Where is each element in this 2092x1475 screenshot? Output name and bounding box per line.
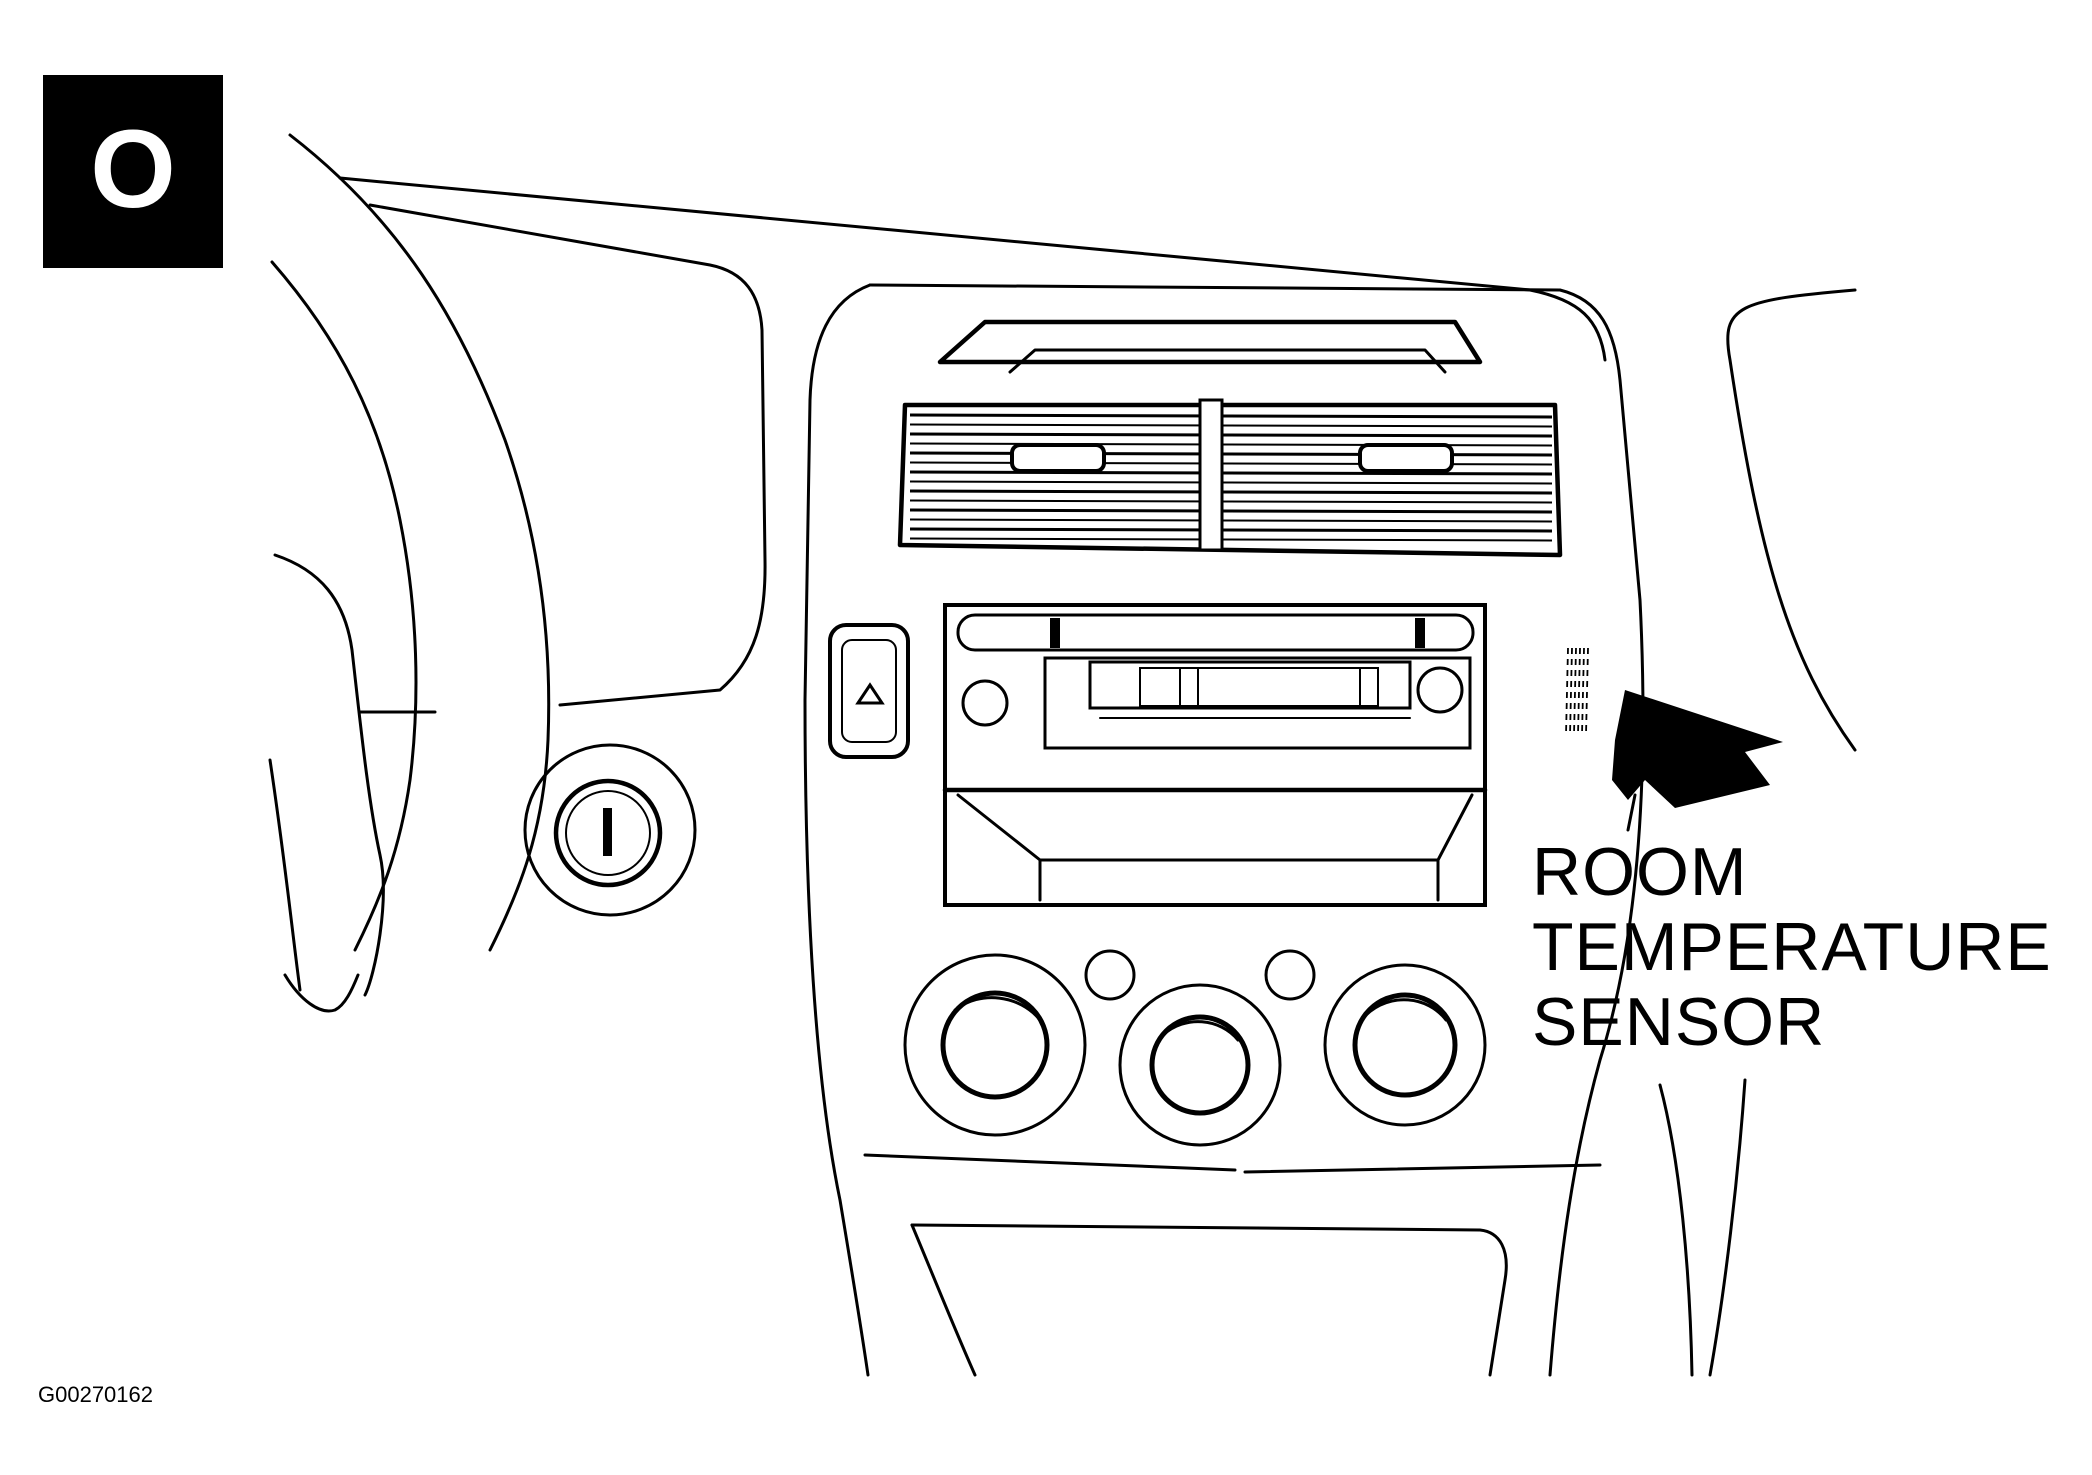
console-right-edge — [868, 283, 1645, 1377]
vent-louvre — [909, 527, 1553, 533]
vent-louvre — [909, 470, 1553, 476]
temp-knob[interactable] — [1149, 1014, 1251, 1116]
console-left-edge — [803, 283, 872, 1377]
callout-line-1: ROOM — [1532, 834, 1748, 910]
hazard-switch-face — [841, 639, 897, 743]
vent-frame — [897, 402, 1563, 558]
console-divider-right — [1243, 1163, 1602, 1174]
fan-knob-highlight — [953, 996, 1042, 1022]
lower-pocket-left — [910, 1223, 977, 1377]
center-console — [803, 283, 1747, 1377]
fan-knob-bezel — [903, 953, 1087, 1137]
radio-top-slot — [956, 613, 1475, 652]
cassette-bay — [1043, 656, 1472, 750]
cassette-post-left — [1179, 667, 1199, 707]
sensor-grille-slat — [1573, 647, 1577, 736]
vent-louvre — [909, 499, 1553, 504]
room-temperature-sensor — [1565, 647, 1589, 736]
fan-knob[interactable] — [940, 990, 1050, 1100]
climate-controls — [903, 949, 1487, 1147]
radio-knob-right[interactable] — [1416, 666, 1464, 714]
vent-louvre — [909, 442, 1553, 447]
vent-louvre — [909, 432, 1553, 438]
ignition-bezel-outer — [523, 743, 697, 917]
vent-louvre — [909, 518, 1553, 523]
callout-line-2: TEMPERATURE — [1532, 909, 2052, 985]
vent-tab-left[interactable] — [1010, 443, 1106, 473]
recirc-button[interactable] — [1264, 949, 1316, 1001]
mode-knob[interactable] — [1352, 992, 1458, 1098]
arrow-head — [1612, 690, 1783, 808]
cluster-hood — [368, 203, 767, 707]
vent-louvre — [909, 480, 1553, 485]
callout-arrow — [1612, 690, 1783, 832]
defrost-vent — [937, 319, 1483, 374]
vent-louvre — [909, 423, 1553, 428]
badge-box — [43, 75, 223, 268]
console-divider-left — [863, 1153, 1237, 1172]
sensor-grille-slat — [1585, 647, 1589, 736]
mode-knob-highlight — [1364, 998, 1448, 1022]
mode-knob-bezel — [1323, 963, 1487, 1127]
steering-spoke-left — [273, 553, 385, 997]
right-vent-housing — [1726, 288, 1857, 752]
vent-center-divider — [1198, 398, 1224, 552]
badge-letter: O — [90, 108, 176, 231]
slot-mark-right — [1415, 618, 1425, 648]
cassette-door[interactable] — [1088, 660, 1412, 710]
temp-knob-highlight — [1161, 1020, 1240, 1042]
tray-bevel-left — [956, 793, 1042, 902]
console-side-line-right — [1708, 1078, 1747, 1377]
defrost-vent-inner — [1008, 348, 1447, 374]
steering-spoke-bottom — [283, 973, 360, 1013]
key-slot-icon — [603, 808, 612, 856]
vent-louvre — [909, 413, 1553, 419]
steering-column-edge — [268, 758, 302, 992]
hazard-triangle-icon — [855, 682, 885, 705]
sensor-grille-slat — [1581, 647, 1585, 736]
sensor-grille-slat — [1577, 647, 1581, 736]
ac-button[interactable] — [1084, 949, 1136, 1001]
vent-louvre — [909, 461, 1553, 466]
radio-unit — [942, 603, 1488, 907]
section-badge: O — [43, 75, 223, 268]
vent-louvre — [909, 451, 1553, 457]
radio-outer-frame — [943, 603, 1487, 907]
defrost-vent-outer — [937, 319, 1483, 365]
console-side-line-mid — [1658, 1083, 1694, 1377]
lower-pocket-right — [910, 1223, 1508, 1377]
callout-label: ROOM TEMPERATURE SENSOR — [1532, 834, 2052, 1060]
steering-wheel-inner-rim — [270, 260, 418, 952]
ignition-switch[interactable] — [523, 743, 697, 917]
cassette-window — [1139, 667, 1361, 707]
slot-mark-left — [1050, 618, 1060, 648]
hazard-switch[interactable] — [828, 623, 910, 759]
vent-tab-right[interactable] — [1358, 443, 1454, 473]
temp-knob-bezel — [1118, 983, 1282, 1147]
center-air-vent — [897, 398, 1563, 558]
ignition-bezel-inner — [553, 778, 663, 888]
vent-louvre — [909, 508, 1553, 514]
figure-id: G00270162 — [38, 1382, 153, 1407]
cassette-post-right — [1359, 667, 1379, 707]
arrow-leader — [1626, 793, 1637, 832]
callout-line-3: SENSOR — [1532, 984, 1825, 1060]
radio-knob-left[interactable] — [961, 679, 1009, 727]
hazard-switch-body[interactable] — [828, 623, 910, 759]
vent-louvre — [909, 489, 1553, 495]
tray-bevel-right — [1436, 793, 1474, 902]
sensor-grille-slat — [1565, 647, 1569, 736]
sensor-grille — [1565, 647, 1589, 736]
steering-wheel-outer-rim — [288, 133, 551, 952]
sensor-grille-slat — [1569, 647, 1573, 736]
ignition-cylinder — [565, 790, 651, 876]
steering-wheel — [268, 133, 551, 1013]
vent-louvre — [909, 537, 1553, 542]
vent-louvres — [909, 413, 1553, 542]
